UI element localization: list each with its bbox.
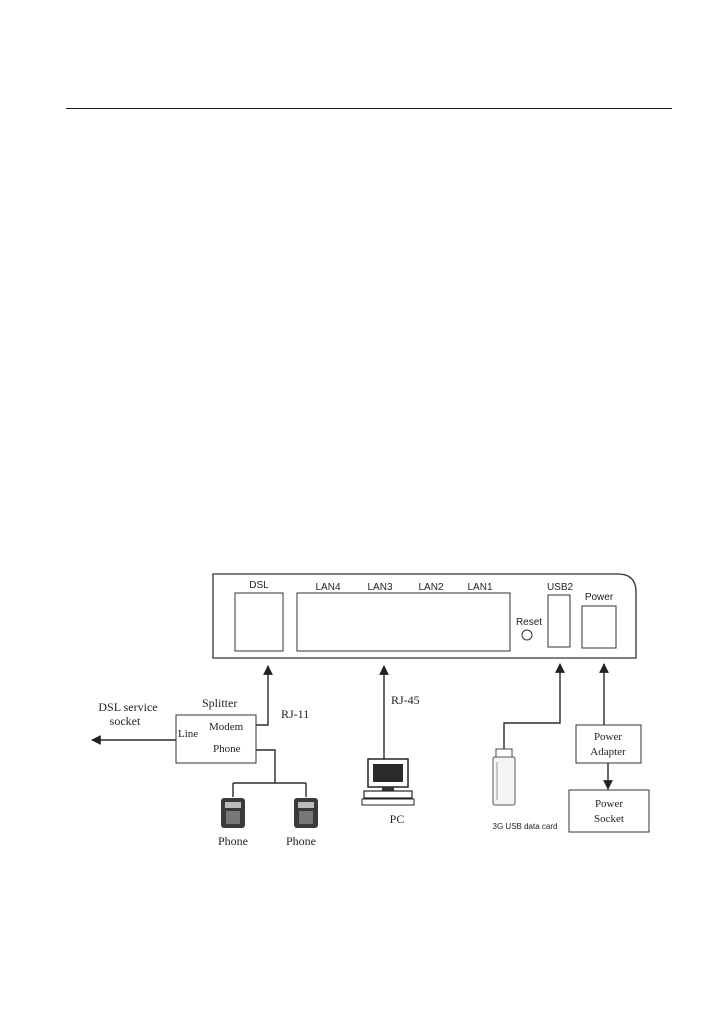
usb-connection [504, 664, 560, 750]
rj11-label: RJ-11 [281, 707, 309, 721]
splitter-line-label: Line [178, 728, 198, 740]
router-rear-panel: DSL LAN4 LAN3 LAN2 LAN1 Reset USB2 Power [213, 574, 636, 658]
power-socket-label-line1: Power [595, 798, 623, 810]
power-socket: Power Socket [569, 790, 649, 832]
splitter-modem-label: Modem [209, 721, 244, 733]
lan-ports-block [297, 593, 510, 651]
rj11-cable [256, 666, 268, 725]
pc-icon [362, 759, 414, 805]
dsl-port [235, 593, 283, 651]
port-label-reset: Reset [516, 617, 542, 628]
dsl-service-socket: DSL service socket [92, 700, 176, 740]
splitter-label: Splitter [202, 696, 237, 710]
usb2-port [548, 595, 570, 647]
splitter: Splitter Line Modem Phone [176, 696, 256, 763]
port-label-usb2: USB2 [547, 582, 574, 593]
power-socket-label-line2: Socket [594, 813, 624, 825]
port-label-lan2: LAN2 [418, 582, 443, 593]
port-label-lan3: LAN3 [367, 582, 392, 593]
phone-icon [221, 798, 245, 828]
power-port [582, 606, 616, 648]
phone-icon [294, 798, 318, 828]
splitter-phone-label: Phone [213, 743, 241, 755]
power-adapter: Power Adapter [576, 725, 641, 763]
dsl-service-label-line2: socket [110, 714, 141, 728]
rj45-label: RJ-45 [391, 693, 420, 707]
port-label-power: Power [585, 592, 614, 603]
pc-label: PC [390, 812, 405, 826]
power-adapter-label-line1: Power [594, 731, 622, 743]
port-label-lan4: LAN4 [315, 582, 340, 593]
usb-data-card-icon [493, 749, 515, 805]
port-label-dsl: DSL [249, 580, 269, 591]
dsl-service-label-line1: DSL service [98, 700, 157, 714]
usb-card-label: 3G USB data card [493, 822, 558, 831]
power-adapter-label-line2: Adapter [590, 746, 626, 758]
reset-button [522, 630, 532, 640]
phone-right-label: Phone [286, 834, 316, 848]
phone-left-label: Phone [218, 834, 248, 848]
port-label-lan1: LAN1 [467, 582, 492, 593]
